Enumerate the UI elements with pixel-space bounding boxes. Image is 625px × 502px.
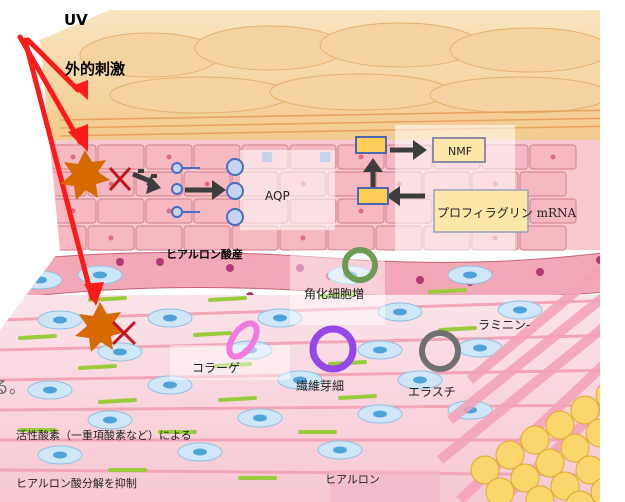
damage-burst-top: [60, 150, 132, 200]
label-uv: UV: [64, 11, 88, 29]
label-keratinocyte: 角化細胞増: [304, 287, 365, 301]
label-elastin: エラスチ: [408, 385, 456, 399]
grey-ring: [419, 330, 461, 372]
label-profilaggrin-mrna: プロフィラグリン mRNA: [437, 206, 577, 220]
profilaggrin-box: [433, 189, 529, 233]
label-nmf: NMF: [448, 145, 473, 158]
label-collagen: コラーゲ: [192, 361, 241, 375]
green-ring: [342, 247, 378, 283]
gene-box-bottom: [357, 187, 389, 205]
label-hyaluronic: ヒアルロン: [325, 473, 380, 486]
label-ha-inhibit: ヒアルロン酸分解を抑制: [16, 477, 137, 490]
damage-burst-bottom: [75, 302, 137, 352]
gene-box-top: [355, 136, 387, 154]
label-external-stimulus: 外的刺激: [65, 60, 126, 78]
label-aqp: AQP: [265, 189, 290, 203]
nmf-box: [432, 137, 486, 163]
uv-arrows: [17, 34, 95, 301]
purple-ring: [309, 325, 357, 373]
label-text-fragment: る。: [0, 378, 26, 398]
label-hyaluronic-production: ヒアルロン酸産: [166, 248, 243, 261]
arrow-dashes: [138, 169, 157, 178]
signal-arrows: [132, 147, 425, 199]
label-fibroblast: 繊維芽細: [296, 379, 345, 393]
label-laminin: ラミニン-: [478, 318, 531, 332]
pink-ring: [226, 320, 260, 360]
label-ros: 活性酸素（一重項酸素など）による: [16, 429, 192, 442]
aqp-molecules: [171, 152, 330, 226]
